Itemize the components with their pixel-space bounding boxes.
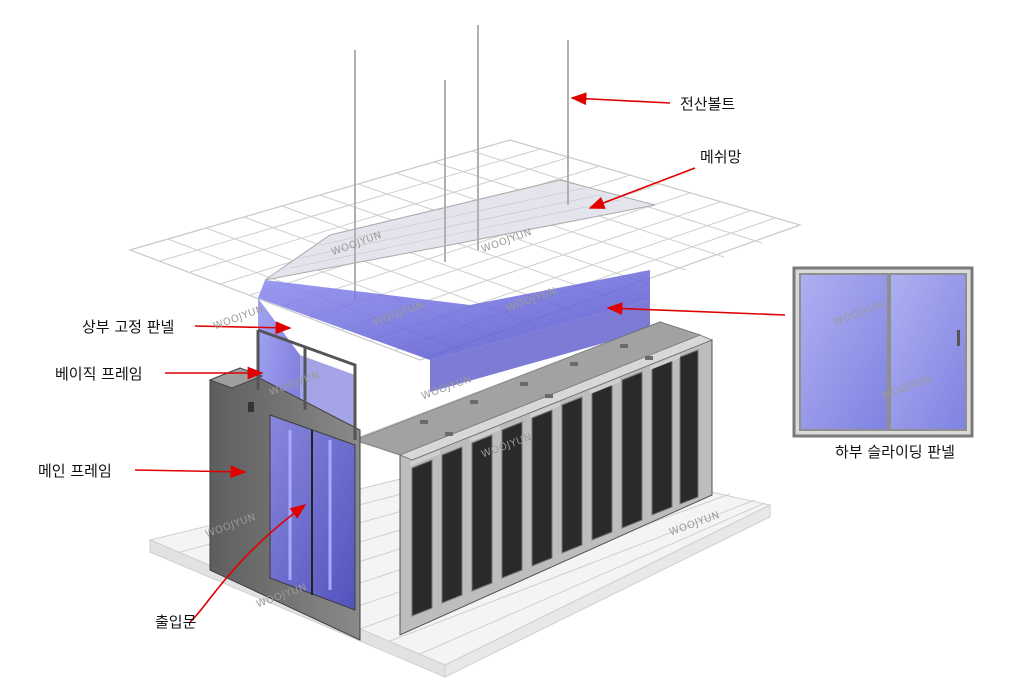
arrow-main-frame: [134, 465, 247, 479]
rack-row: [350, 321, 714, 636]
label-mesh: 메쉬망: [700, 148, 742, 166]
label-top-panel: 상부 고정 판넬: [82, 318, 175, 336]
label-sliding-panel: 하부 슬라이딩 판넬: [835, 443, 955, 461]
arrow-bolt: [570, 92, 671, 106]
label-main-frame: 메인 프레임: [38, 462, 112, 480]
main-frame-door: [208, 367, 361, 641]
label-basic-frame: 베이직 프레임: [55, 365, 143, 383]
label-bolt: 전산볼트: [680, 95, 736, 113]
threaded-bolts: [354, 25, 569, 300]
arrow-top-panel: [194, 321, 292, 335]
label-door: 출입문: [155, 613, 197, 631]
basic-frame: [256, 328, 357, 440]
arrow-sliding-panel: [606, 302, 786, 316]
sliding-panel-illustration: [792, 266, 974, 438]
arrow-mesh: [588, 167, 696, 209]
callout-arrows: [134, 92, 786, 623]
arrow-door: [189, 504, 307, 623]
